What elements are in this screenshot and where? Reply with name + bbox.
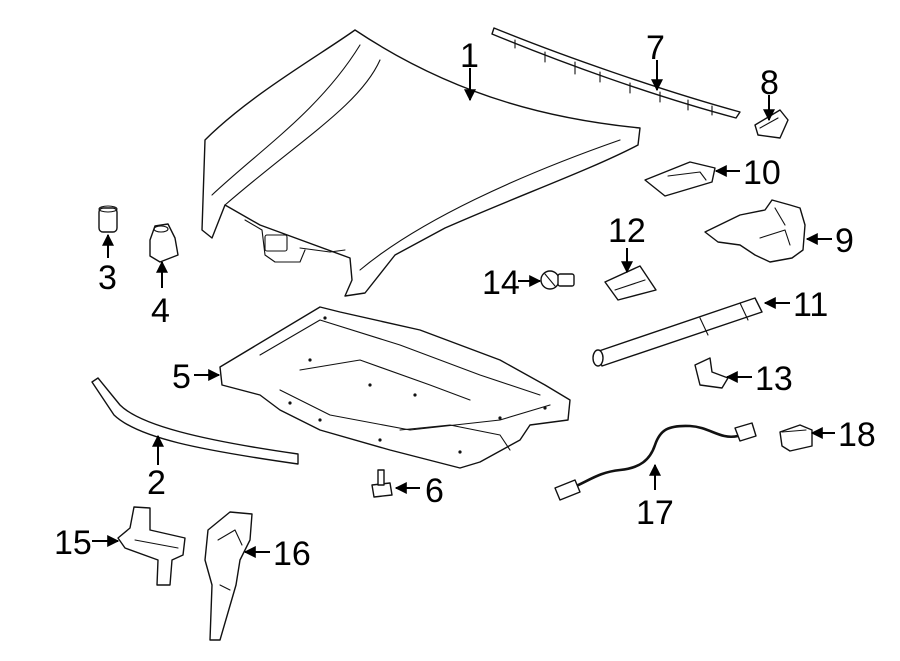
- lift-support[interactable]: [592, 297, 763, 367]
- latch-bracket[interactable]: [117, 506, 186, 586]
- callout-2[interactable]: 2: [147, 464, 166, 502]
- callout-16[interactable]: 16: [273, 535, 311, 573]
- callout-15[interactable]: 15: [54, 524, 92, 562]
- hood-stop-4[interactable]: [149, 223, 179, 263]
- hood-panel[interactable]: [201, 29, 641, 297]
- callout-3[interactable]: 3: [98, 259, 117, 297]
- hood-seal[interactable]: [91, 377, 299, 465]
- bumper-clip[interactable]: [754, 109, 789, 139]
- connector[interactable]: [779, 424, 813, 452]
- push-retainer[interactable]: [540, 270, 575, 290]
- insulator-pad[interactable]: [644, 161, 716, 197]
- hood-bracket[interactable]: [704, 199, 806, 263]
- callout-5[interactable]: 5: [172, 358, 191, 396]
- callout-18[interactable]: 18: [838, 416, 876, 454]
- wiring-harness[interactable]: [554, 422, 757, 501]
- clip[interactable]: [694, 357, 729, 389]
- callout-4[interactable]: 4: [151, 292, 170, 330]
- callout-8[interactable]: 8: [760, 64, 779, 102]
- callout-11[interactable]: 11: [793, 286, 828, 324]
- callout-12[interactable]: 12: [608, 212, 646, 250]
- callout-13[interactable]: 13: [755, 360, 793, 398]
- hood-insulator[interactable]: [219, 306, 571, 469]
- hood-bumper-3[interactable]: [98, 205, 118, 233]
- callout-1[interactable]: 1: [460, 37, 479, 75]
- side-bracket[interactable]: [204, 511, 253, 641]
- seal-pad[interactable]: [604, 265, 657, 301]
- callout-6[interactable]: 6: [425, 472, 444, 510]
- leader-lines: [92, 60, 835, 558]
- callout-17[interactable]: 17: [636, 494, 674, 532]
- callout-7[interactable]: 7: [646, 29, 665, 67]
- hood-seal-strip[interactable]: [491, 27, 741, 119]
- callouts: 1 2 3 4 5 6 7 8 9 10 11 12 13 14 15 16 1…: [54, 29, 876, 573]
- callout-14[interactable]: 14: [482, 264, 520, 302]
- callout-9[interactable]: 9: [835, 222, 854, 260]
- push-pin[interactable]: [371, 469, 393, 498]
- callout-10[interactable]: 10: [743, 154, 781, 192]
